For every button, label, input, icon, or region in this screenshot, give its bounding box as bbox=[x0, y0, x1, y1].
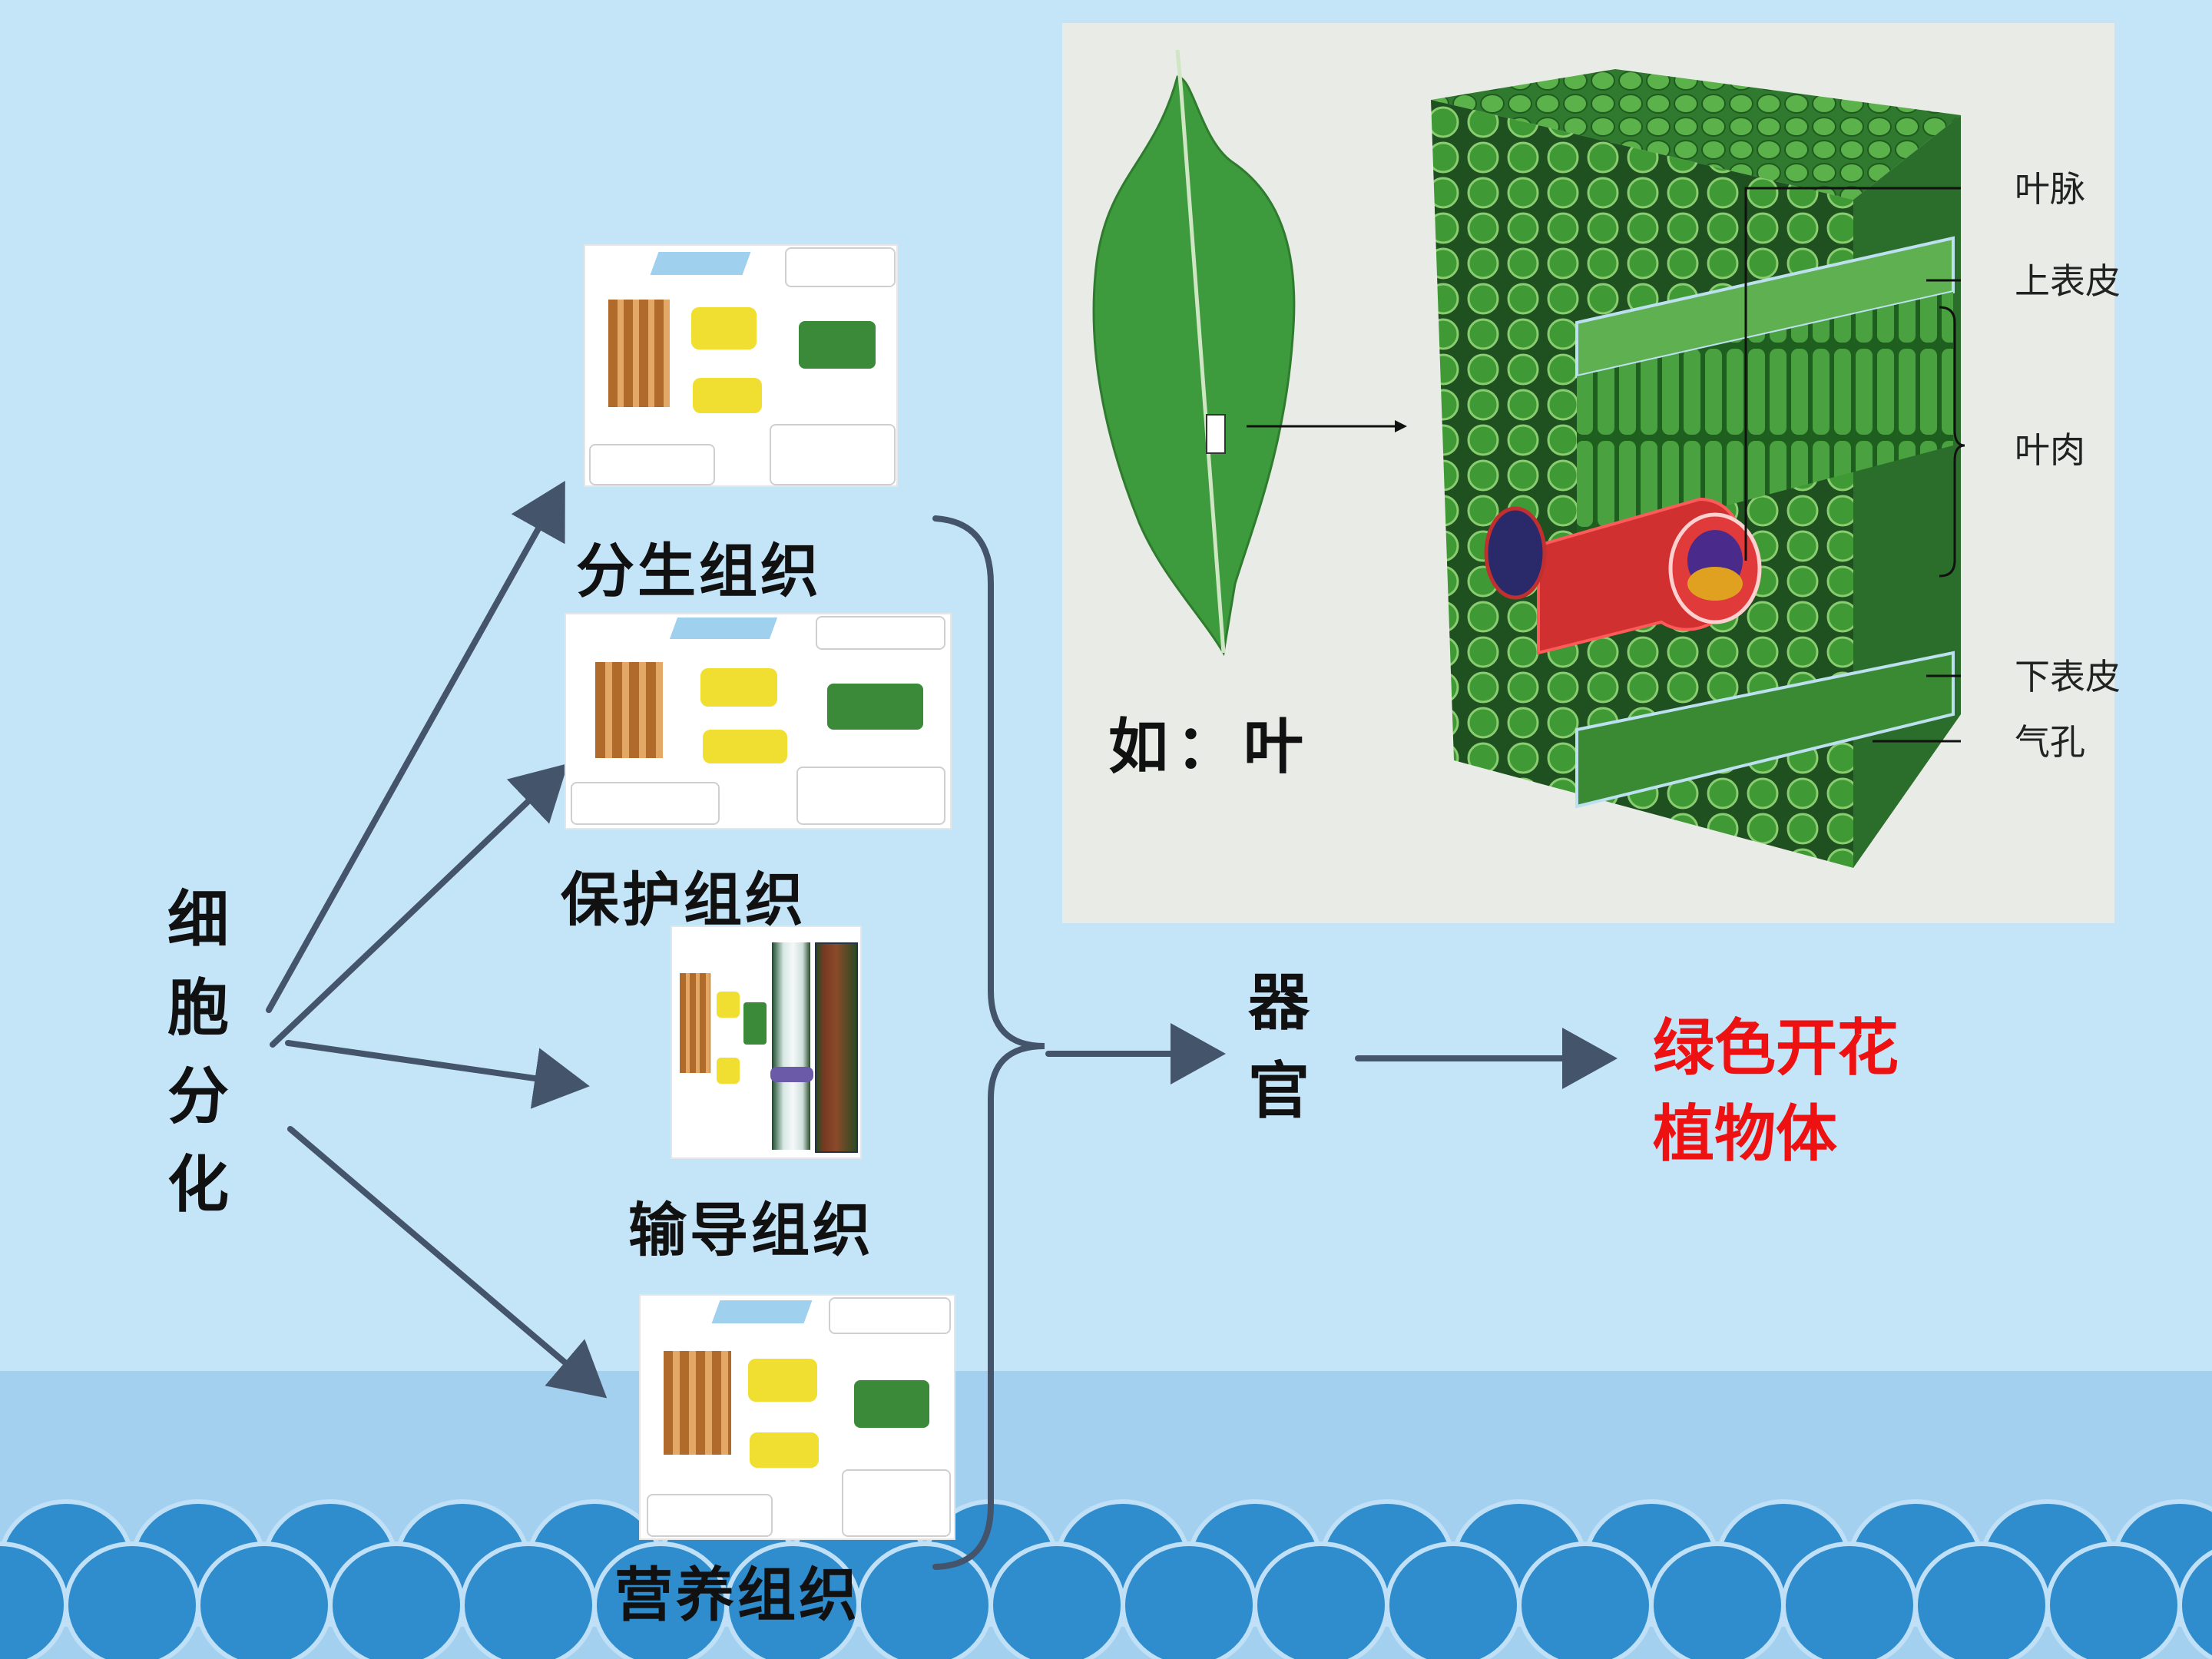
vein-label: 叶脉 bbox=[2015, 168, 2085, 210]
root-char-3: 分 bbox=[167, 1060, 229, 1132]
organ-label: 器 官 bbox=[1248, 959, 1310, 1135]
arrow-to-protective bbox=[270, 763, 568, 1048]
mesophyll-label: 叶肉 bbox=[2015, 429, 2085, 471]
result-line-1: 绿色开花 bbox=[1653, 1012, 1899, 1084]
stoma-label: 气孔 bbox=[2015, 721, 2085, 763]
wave-decoration bbox=[0, 1490, 2212, 1659]
arrow-to-nutritive bbox=[287, 1126, 608, 1399]
leaf-cross-section bbox=[1431, 69, 1965, 868]
arrow-to-meristem bbox=[266, 481, 565, 1013]
example-caption: 如：叶 bbox=[1108, 712, 1312, 782]
meristem-diagram bbox=[584, 244, 898, 487]
organ-char-2: 官 bbox=[1248, 1055, 1310, 1127]
arrow-to-conducting bbox=[285, 1040, 590, 1109]
protective-label: 保护组织 bbox=[561, 866, 806, 934]
conducting-diagram bbox=[671, 926, 862, 1159]
leaf-example-panel: 如：叶 bbox=[1062, 23, 2121, 923]
grouping-brace bbox=[932, 515, 1045, 1570]
cell-differentiation-label: 细 胞 分 化 bbox=[167, 876, 229, 1229]
lower-epidermis-label: 下表皮 bbox=[2015, 656, 2121, 697]
root-char-2: 胞 bbox=[167, 972, 229, 1044]
green-flowering-plant-label: 绿色开花 植物体 bbox=[1653, 1005, 1899, 1177]
zoom-arrow bbox=[1247, 420, 1407, 432]
protective-diagram bbox=[565, 613, 952, 830]
result-line-2: 植物体 bbox=[1653, 1098, 1837, 1170]
leaf-illustration bbox=[1092, 49, 1296, 657]
nutritive-label: 营养组织 bbox=[614, 1561, 860, 1629]
upper-epidermis-label: 上表皮 bbox=[2015, 260, 2121, 302]
root-char-4: 化 bbox=[167, 1148, 229, 1220]
conducting-label: 输导组织 bbox=[628, 1196, 874, 1264]
organ-char-1: 器 bbox=[1248, 966, 1310, 1038]
root-char-1: 细 bbox=[167, 883, 229, 955]
nutritive-diagram bbox=[639, 1294, 955, 1540]
meristem-label: 分生组织 bbox=[576, 537, 822, 605]
